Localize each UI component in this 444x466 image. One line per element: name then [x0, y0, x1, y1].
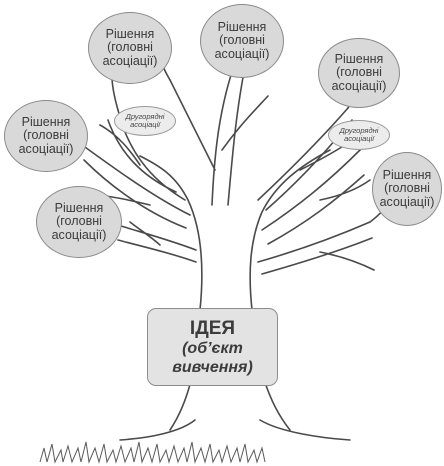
- main-association-node: Рішення (головні асоціації): [88, 12, 172, 84]
- idea-line2: (об’єкт: [182, 339, 243, 357]
- minor-line1: Другорядні: [339, 126, 379, 135]
- node-line3: асоціації): [51, 227, 107, 242]
- node-line2: (головні: [23, 128, 69, 143]
- node-line1: Рішення: [217, 19, 267, 34]
- branch-right-low: [257, 221, 375, 275]
- node-line3: асоціації): [102, 53, 158, 68]
- node-line1: Рішення: [105, 26, 155, 41]
- node-line1: Рішення: [382, 167, 432, 182]
- main-association-node: Рішення (головні асоціації): [4, 100, 88, 172]
- branch-left-low: [117, 221, 197, 263]
- node-line3: асоціації): [214, 46, 270, 61]
- node-line3: асоціації): [18, 141, 74, 156]
- idea-box: ІДЕЯ (об’єкт вивчення): [147, 308, 278, 386]
- node-line2: (головні: [107, 40, 153, 55]
- branch-right-mid: [261, 149, 371, 245]
- tree-trunk: [139, 149, 331, 311]
- main-association-node: Рішення (головні асоціації): [200, 4, 284, 78]
- node-line2: (головні: [336, 65, 382, 80]
- main-association-node: Рішення (головні асоціації): [36, 186, 122, 258]
- node-line3: асоціації): [379, 194, 435, 209]
- secondary-association-node: Другорядні асоціації: [328, 120, 390, 150]
- main-association-node: Рішення (головні асоціації): [372, 152, 442, 226]
- node-line1: Рішення: [54, 200, 104, 215]
- minor-line1: Другорядні: [125, 112, 165, 121]
- node-line2: (головні: [219, 33, 265, 48]
- secondary-association-node: Другорядні асоціації: [114, 106, 176, 136]
- branch-center: [169, 59, 269, 206]
- node-line1: Рішення: [334, 51, 384, 66]
- node-line1: Рішення: [21, 114, 71, 129]
- grass: [39, 441, 266, 464]
- node-line2: (головні: [384, 181, 430, 196]
- minor-line2: асоціації: [344, 134, 374, 143]
- idea-line3: вивчення): [172, 358, 253, 376]
- idea-title: ІДЕЯ: [189, 317, 236, 339]
- node-line2: (головні: [56, 214, 102, 229]
- minor-line2: асоціації: [130, 120, 160, 129]
- node-line3: асоціації): [331, 78, 387, 93]
- main-association-node: Рішення (головні асоціації): [318, 38, 400, 108]
